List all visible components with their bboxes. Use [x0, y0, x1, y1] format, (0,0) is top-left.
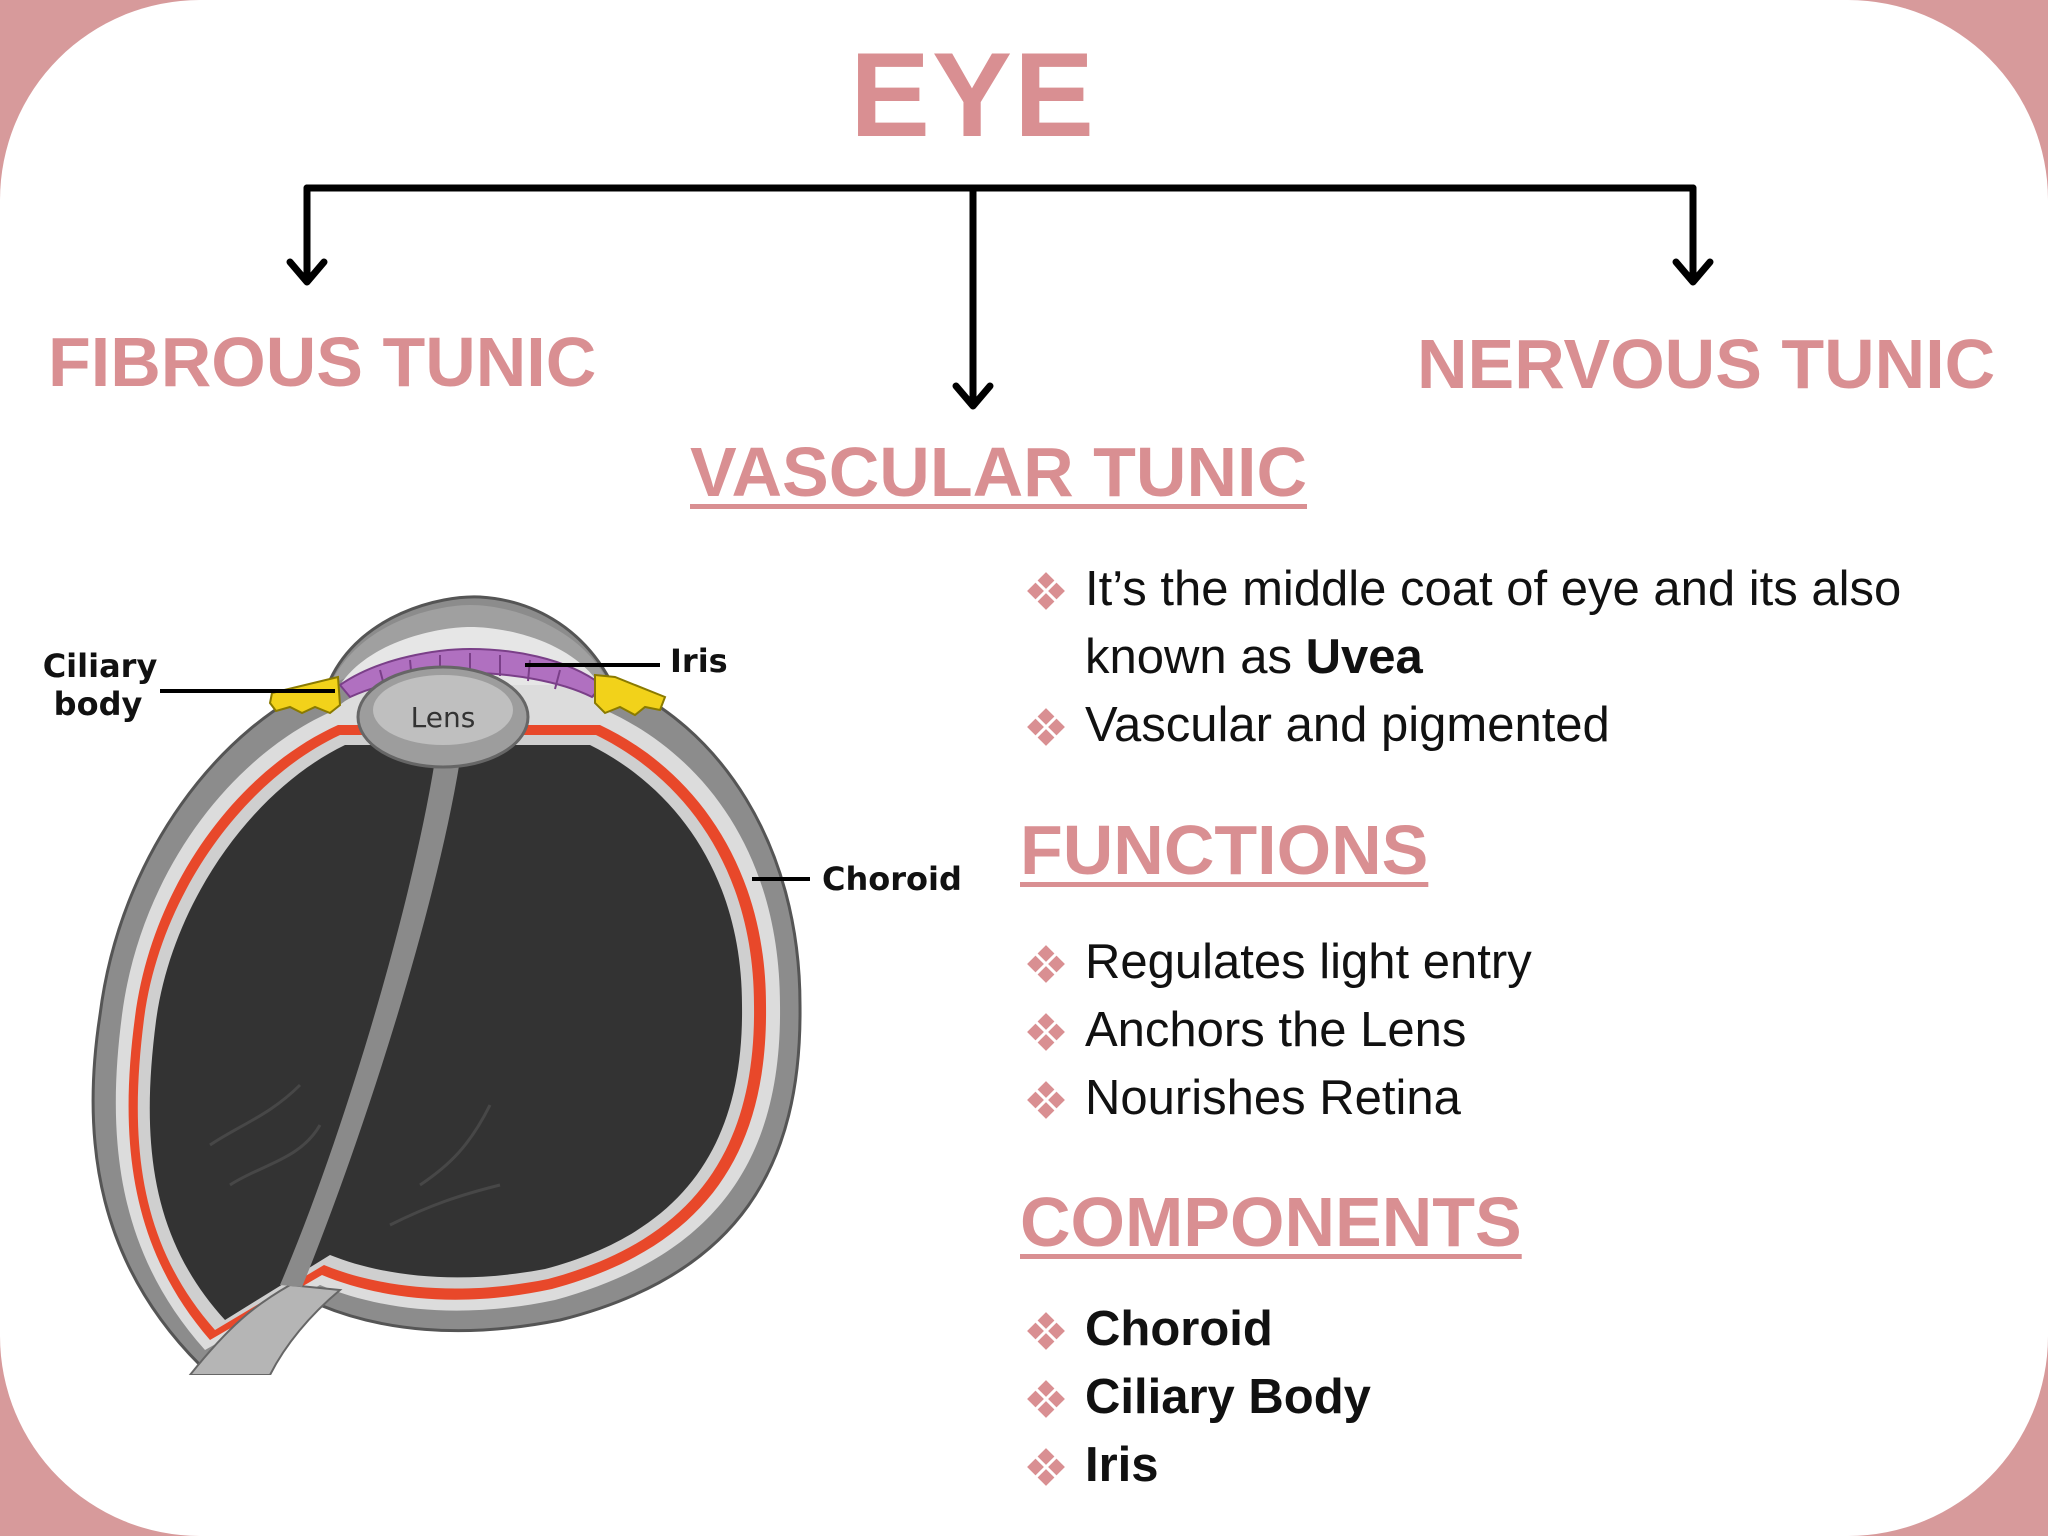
function-item-text: Anchors the Lens	[1085, 1003, 1467, 1057]
tree-connector	[286, 184, 1714, 410]
list-item: Vascular and pigmented	[1025, 691, 1985, 759]
components-heading: COMPONENTS	[1020, 1183, 1522, 1261]
four-diamond-bullet-icon	[1027, 1013, 1065, 1051]
label-iris: Iris	[670, 642, 728, 680]
intro-bullet-text: Vascular and pigmented	[1085, 698, 1610, 752]
four-diamond-bullet-icon	[1027, 1081, 1065, 1119]
branch-vascular-tunic: VASCULAR TUNIC	[690, 433, 1308, 511]
four-diamond-bullet-icon	[1027, 572, 1065, 610]
four-diamond-bullet-icon	[1027, 1448, 1065, 1486]
label-lens: Lens	[411, 701, 476, 734]
uvea-term: Uvea	[1305, 630, 1423, 684]
function-item-text: Regulates light entry	[1085, 935, 1532, 989]
list-item: Ciliary Body	[1025, 1363, 1985, 1431]
branch-fibrous-tunic: FIBROUS TUNIC	[48, 323, 597, 401]
component-item-text: Iris	[1085, 1438, 1159, 1492]
ciliary-body-right	[594, 673, 667, 717]
vitreous-body	[149, 745, 743, 1320]
optic-nerve	[188, 1283, 343, 1375]
ciliary-body-left	[268, 675, 342, 715]
list-item: Nourishes Retina	[1025, 1064, 1985, 1132]
four-diamond-bullet-icon	[1027, 1380, 1065, 1418]
list-item: It’s the middle coat of eye and its also…	[1025, 555, 1985, 691]
four-diamond-bullet-icon	[1027, 945, 1065, 983]
intro-bullet-list: It’s the middle coat of eye and its also…	[1025, 555, 1985, 759]
label-ciliary-line1: Ciliary	[43, 647, 158, 685]
eye-cross-section-diagram: Ciliary body Iris Lens Choroid	[43, 595, 960, 1375]
four-diamond-bullet-icon	[1027, 708, 1065, 746]
component-item-text: Choroid	[1085, 1302, 1273, 1356]
list-item: Anchors the Lens	[1025, 996, 1985, 1064]
function-item-text: Nourishes Retina	[1085, 1071, 1461, 1125]
components-list: Choroid Ciliary Body Iris	[1025, 1295, 1985, 1499]
list-item: Regulates light entry	[1025, 928, 1985, 996]
list-item: Iris	[1025, 1431, 1985, 1499]
page-title: EYE	[849, 28, 1097, 162]
label-choroid: Choroid	[822, 860, 960, 898]
four-diamond-bullet-icon	[1027, 1312, 1065, 1350]
intro-bullet-text: It’s the middle coat of eye and its also…	[1085, 562, 1902, 684]
list-item: Choroid	[1025, 1295, 1985, 1363]
functions-heading: FUNCTIONS	[1020, 811, 1429, 889]
functions-list: Regulates light entry Anchors the Lens N…	[1025, 928, 1985, 1132]
branch-nervous-tunic: NERVOUS TUNIC	[1417, 325, 1996, 403]
component-item-text: Ciliary Body	[1085, 1370, 1371, 1424]
label-ciliary-line2: body	[54, 685, 143, 723]
